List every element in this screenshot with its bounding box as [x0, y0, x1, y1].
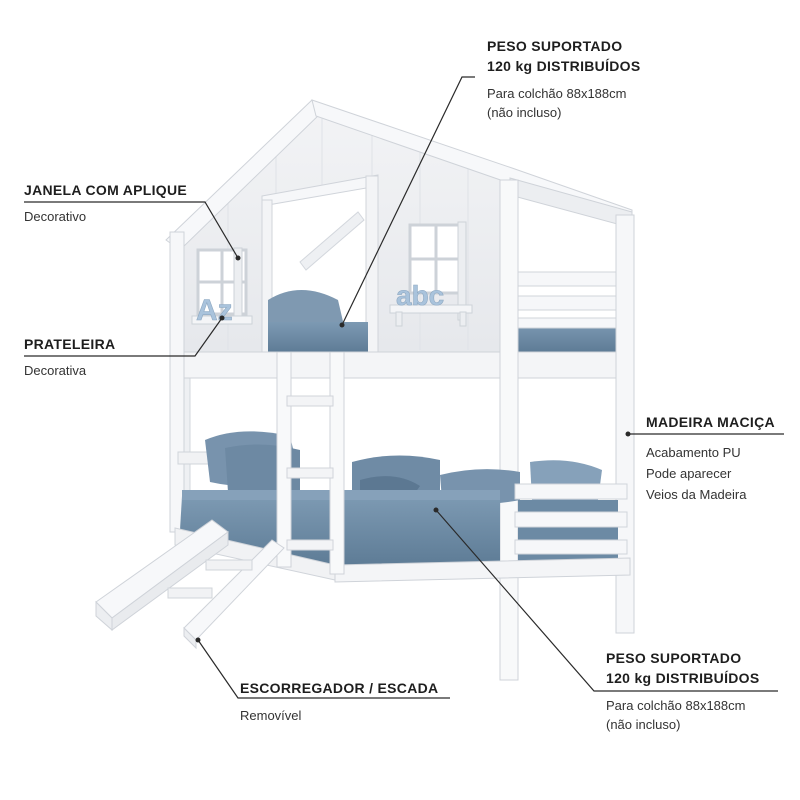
bottom-weight-title-2: 120 kg DISTRIBUÍDOS	[606, 670, 760, 686]
top-weight-title-1: PESO SUPORTADO	[487, 38, 623, 54]
slide-desc: Removível	[240, 708, 302, 723]
right-letters: abc	[396, 280, 444, 311]
shelf-title: PRATELEIRA	[24, 336, 116, 352]
wood-annotation: MADEIRA MACIÇA Acabamento PU Pode aparec…	[646, 412, 775, 505]
window-annotation: JANELA COM APLIQUE Decorativo	[24, 180, 187, 226]
top-weight-title-2: 120 kg DISTRIBUÍDOS	[487, 58, 641, 74]
bottom-weight-annotation: PESO SUPORTADO 120 kg DISTRIBUÍDOS Para …	[606, 648, 760, 734]
wood-desc-3: Veios da Madeira	[646, 487, 747, 502]
wood-desc-1: Acabamento PU	[646, 445, 741, 460]
window-desc: Decorativo	[24, 209, 87, 224]
slide-title: ESCORREGADOR / ESCADA	[240, 680, 439, 696]
shelf-annotation: PRATELEIRA Decorativa	[24, 334, 115, 380]
upper-guard-rails	[514, 271, 626, 329]
window-title: JANELA COM APLIQUE	[24, 182, 188, 198]
slide-stairs	[95, 519, 285, 650]
top-weight-desc-2: (não incluso)	[487, 105, 562, 120]
ladder	[276, 351, 345, 575]
front-posts	[169, 179, 635, 681]
top-weight-annotation: PESO SUPORTADO 120 kg DISTRIBUÍDOS Para …	[487, 36, 641, 122]
top-weight-desc-1: Para colchão 88x188cm	[487, 86, 627, 101]
upper-base	[174, 351, 631, 379]
leader-lines	[24, 76, 784, 699]
bottom-weight-title-1: PESO SUPORTADO	[606, 650, 742, 666]
bottom-weight-desc-1: Para colchão 88x188cm	[606, 698, 746, 713]
wood-title: MADEIRA MACIÇA	[646, 414, 775, 430]
right-window: abc	[389, 221, 473, 327]
left-letters: Az	[196, 294, 233, 327]
lower-bunk	[174, 431, 631, 583]
bottom-weight-desc-2: (não incluso)	[606, 717, 681, 732]
shelf-desc: Decorativa	[24, 363, 87, 378]
wood-desc-2: Pode aparecer	[646, 466, 732, 481]
upper-mattress	[268, 290, 620, 352]
left-window: Az	[191, 247, 253, 327]
slide-annotation: ESCORREGADOR / ESCADA Removível	[240, 678, 438, 725]
